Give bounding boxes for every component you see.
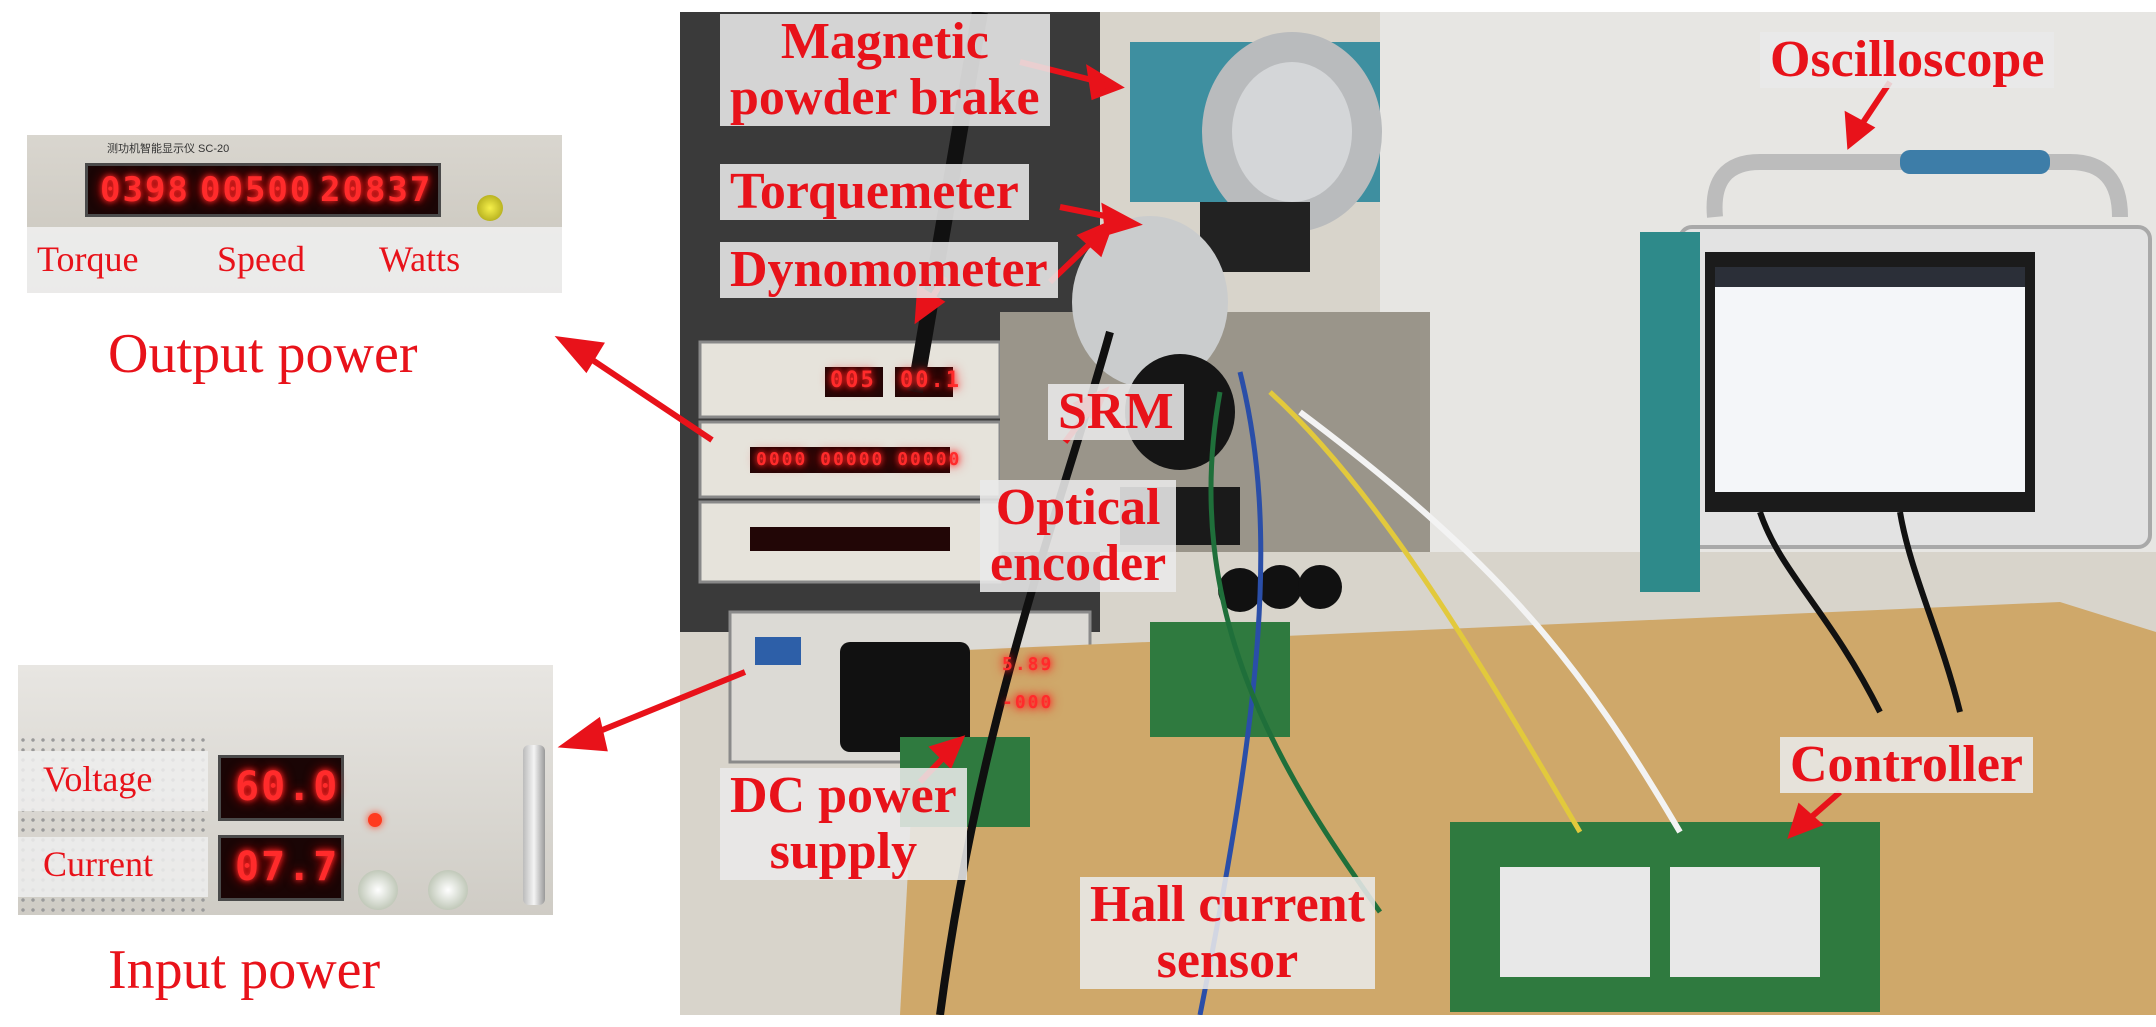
handle-icon [523,745,545,905]
label-strip [18,837,208,897]
power-reading: 20837 [320,170,433,210]
hall-current-sensor-label: Hall current sensor [1080,877,1375,989]
power-indicator-icon [368,813,382,827]
speed-reading: 00500 [200,170,313,210]
torque-reading: 0398 [100,170,190,210]
output-power-inset: 测功机智能显示仪 SC-20 0398 00500 20837 Torque S… [27,135,562,293]
output-power-caption: Output power [108,323,418,385]
supply-reading-1: 5.89 [1002,654,1054,675]
panel-button-icon [477,195,503,221]
left-adjust-knob-icon [358,870,398,910]
optical-encoder-label: Optical encoder [980,480,1177,592]
current-display: 07.7 [218,835,344,901]
right-adjust-knob-icon [428,870,468,910]
dyno-rack-reading-2: 00.1 [900,368,961,393]
dyno-rack-reading-1: 005 [830,368,876,393]
label-strip [27,227,562,293]
speed-label: Speed [217,239,305,279]
watts-label: Watts [379,239,461,279]
dyno-rack-reading-3: 0000 00000 00000 [756,449,962,470]
magnetic-powder-brake-label: Magnetic powder brake [720,14,1050,126]
controller-label: Controller [1780,737,2033,793]
current-label: Current [43,844,153,884]
input-power-caption: Input power [108,939,381,1001]
label-strip [18,751,208,811]
dynamometer-label: Dynomometer [720,242,1058,298]
voltage-display: 60.0 [218,755,344,821]
oscilloscope-label: Oscilloscope [1760,32,2055,88]
current-reading: 07.7 [235,844,340,890]
srm-label: SRM [1048,384,1184,440]
voltage-label: Voltage [43,759,153,799]
torque-label: Torque [37,239,139,279]
test-bench-photo: 005 00.1 0000 00000 00000 5.89 -000 Magn… [680,12,2156,1015]
dynamometer-panel-text: 测功机智能显示仪 SC-20 [107,143,230,155]
dc-power-supply-label: DC power supply [720,768,967,880]
torquemeter-label: Torquemeter [720,164,1029,220]
voltage-reading: 60.0 [235,764,340,810]
output-power-display: 0398 00500 20837 [85,163,441,217]
supply-reading-2: -000 [1002,692,1054,713]
input-power-inset: Voltage Current 60.0 07.7 [18,665,553,915]
